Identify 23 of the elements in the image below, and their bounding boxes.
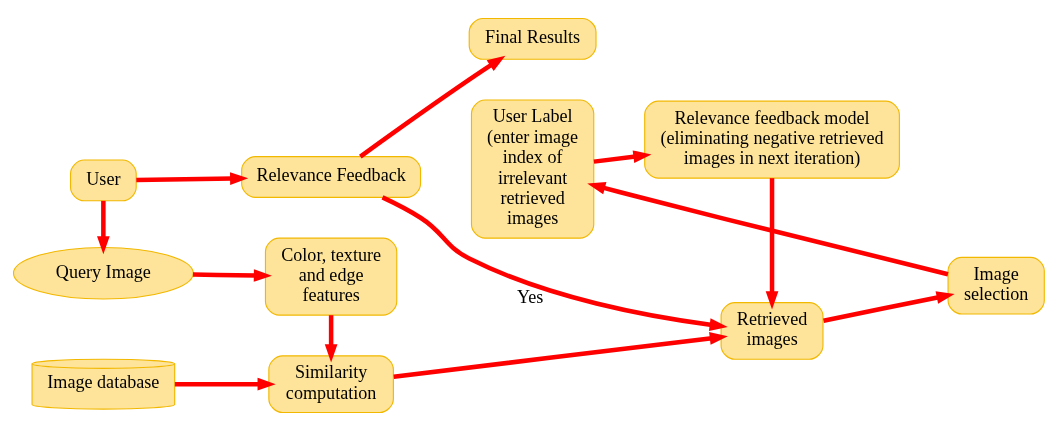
node-box: Color, texture and edge features xyxy=(264,237,398,316)
node-box: User Label (enter image index of irrelevant retrieved images xyxy=(470,99,595,239)
node-box: Similarity computation xyxy=(268,355,394,414)
arrow xyxy=(97,200,110,255)
arrow xyxy=(174,377,276,391)
arrow xyxy=(765,178,779,310)
arrow xyxy=(593,150,652,164)
node-box: Image selection xyxy=(947,256,1045,315)
node-box: Final Results xyxy=(468,17,597,60)
node-box: Relevance Feedback xyxy=(241,156,422,198)
arrow xyxy=(136,172,249,185)
arrow xyxy=(587,181,949,277)
arrow xyxy=(192,269,272,282)
arrow xyxy=(359,55,506,159)
edge-label: Yes xyxy=(516,286,544,307)
arrow xyxy=(823,291,955,323)
node-ellipse: Query Image xyxy=(12,246,194,300)
arrow xyxy=(381,195,728,331)
arrow xyxy=(324,315,338,363)
node-box: Retrieved images xyxy=(720,302,824,360)
node-box: Relevance feedback model (eliminating negative retrieved images in next iteration) xyxy=(644,100,900,179)
arrow xyxy=(393,332,728,379)
node-box: User xyxy=(69,159,137,202)
